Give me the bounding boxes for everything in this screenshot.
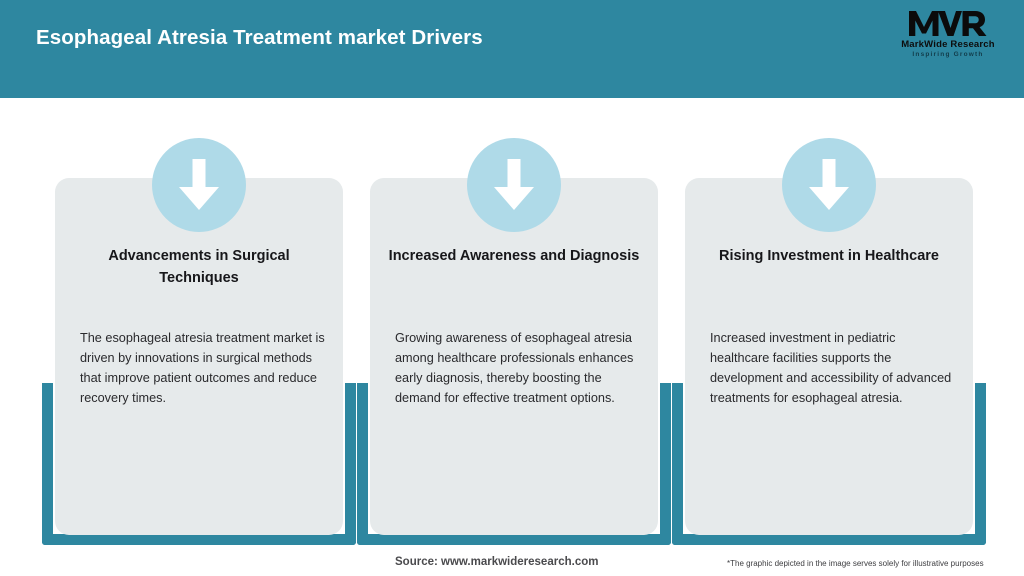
company-logo: MarkWide Research Inspiring Growth — [890, 8, 1006, 64]
card-panel — [55, 178, 343, 535]
driver-card-3: Rising Investment in Healthcare Increase… — [670, 98, 988, 545]
card-body-text: Increased investment in pediatric health… — [710, 331, 952, 406]
card-panel — [370, 178, 658, 535]
card-title: Rising Investment in Healthcare — [719, 248, 939, 264]
footer-disclaimer: *The graphic depicted in the image serve… — [727, 559, 984, 568]
logo-mark-icon — [890, 8, 1006, 38]
down-arrow-icon — [467, 138, 561, 232]
logo-company-name: MarkWide Research — [901, 39, 995, 50]
card-accent-bracket — [672, 383, 986, 545]
card-accent-bracket — [357, 383, 671, 545]
footer-source-link[interactable]: Source: www.markwideresearch.com — [395, 556, 599, 568]
card-title: Increased Awareness and Diagnosis — [388, 248, 640, 264]
down-arrow-icon — [782, 138, 876, 232]
header-bar: Esophageal Atresia Treatment market Driv… — [0, 0, 1024, 98]
driver-card-2: Increased Awareness and Diagnosis Growin… — [355, 98, 673, 545]
card-title: Advancements in Surgical Techniques — [108, 248, 290, 286]
down-arrow-icon — [152, 138, 246, 232]
card-body-text: The esophageal atresia treatment market … — [80, 331, 325, 406]
driver-card-1: Advancements in Surgical Techniques The … — [40, 98, 358, 545]
drivers-card-group: Advancements in Surgical Techniques The … — [0, 98, 1024, 545]
page-title: Esophageal Atresia Treatment market Driv… — [36, 26, 483, 49]
card-accent-bracket — [42, 383, 356, 545]
card-panel — [685, 178, 973, 535]
logo-tagline: Inspiring Growth — [912, 51, 984, 58]
card-body-text: Growing awareness of esophageal atresia … — [395, 331, 634, 406]
